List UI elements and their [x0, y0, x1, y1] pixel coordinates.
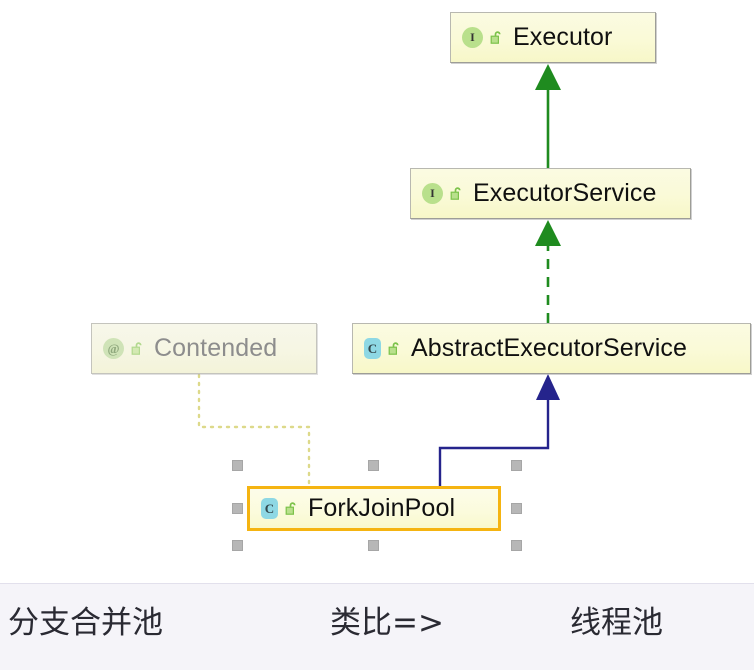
public-unlocked-padlock-icon — [490, 30, 504, 45]
uml-node-label: Contended — [154, 334, 278, 362]
annotation-icon: @ — [103, 338, 124, 359]
uml-diagram-canvas[interactable]: Executor (solid green generalization) --… — [0, 0, 754, 583]
public-unlocked-padlock-icon — [131, 341, 145, 356]
footer-note-fork-join-pool: 分支合并池 — [8, 605, 163, 641]
selection-handle-middle-left[interactable] — [232, 503, 243, 514]
uml-node-label: Executor — [513, 23, 613, 51]
uml-node-label: AbstractExecutorService — [411, 334, 688, 362]
uml-node-executor[interactable]: I Executor — [450, 12, 656, 63]
uml-node-forkjoinpool[interactable]: C ForkJoinPool — [247, 486, 501, 531]
uml-node-executorservice[interactable]: I ExecutorService — [410, 168, 691, 219]
uml-node-label: ExecutorService — [473, 179, 657, 207]
edge-contended-to-forkjoinpool — [197, 373, 311, 489]
footer-divider — [0, 583, 754, 584]
selection-handle-bottom-left[interactable] — [232, 540, 243, 551]
edge-forkjoinpool-to-abstractexecutorservice — [438, 374, 560, 487]
selection-handle-middle-right[interactable] — [511, 503, 522, 514]
selection-handle-top-left[interactable] — [232, 460, 243, 471]
public-unlocked-padlock-icon — [388, 341, 402, 356]
footer-annotation-bar: 分支合并池 类比=> 线程池 — [0, 584, 754, 670]
selection-handle-top-right[interactable] — [511, 460, 522, 471]
edge-executorservice-to-executor — [535, 64, 561, 168]
footer-note-analogy: 类比=> — [330, 605, 444, 641]
edge-abstractexecutorservice-to-executorservice — [535, 220, 561, 323]
uml-node-abstractexecutorservice[interactable]: C AbstractExecutorService — [352, 323, 751, 374]
selection-handle-bottom-center[interactable] — [368, 540, 379, 551]
class-icon: C — [364, 338, 381, 359]
public-unlocked-padlock-icon — [450, 186, 464, 201]
class-icon: C — [261, 498, 278, 519]
selection-handle-top-center[interactable] — [368, 460, 379, 471]
public-unlocked-padlock-icon — [285, 501, 299, 516]
uml-node-contended[interactable]: @ Contended — [91, 323, 317, 374]
interface-icon: I — [462, 27, 483, 48]
uml-node-label: ForkJoinPool — [308, 494, 456, 522]
interface-icon: I — [422, 183, 443, 204]
selection-handle-bottom-right[interactable] — [511, 540, 522, 551]
footer-note-thread-pool: 线程池 — [570, 605, 663, 641]
